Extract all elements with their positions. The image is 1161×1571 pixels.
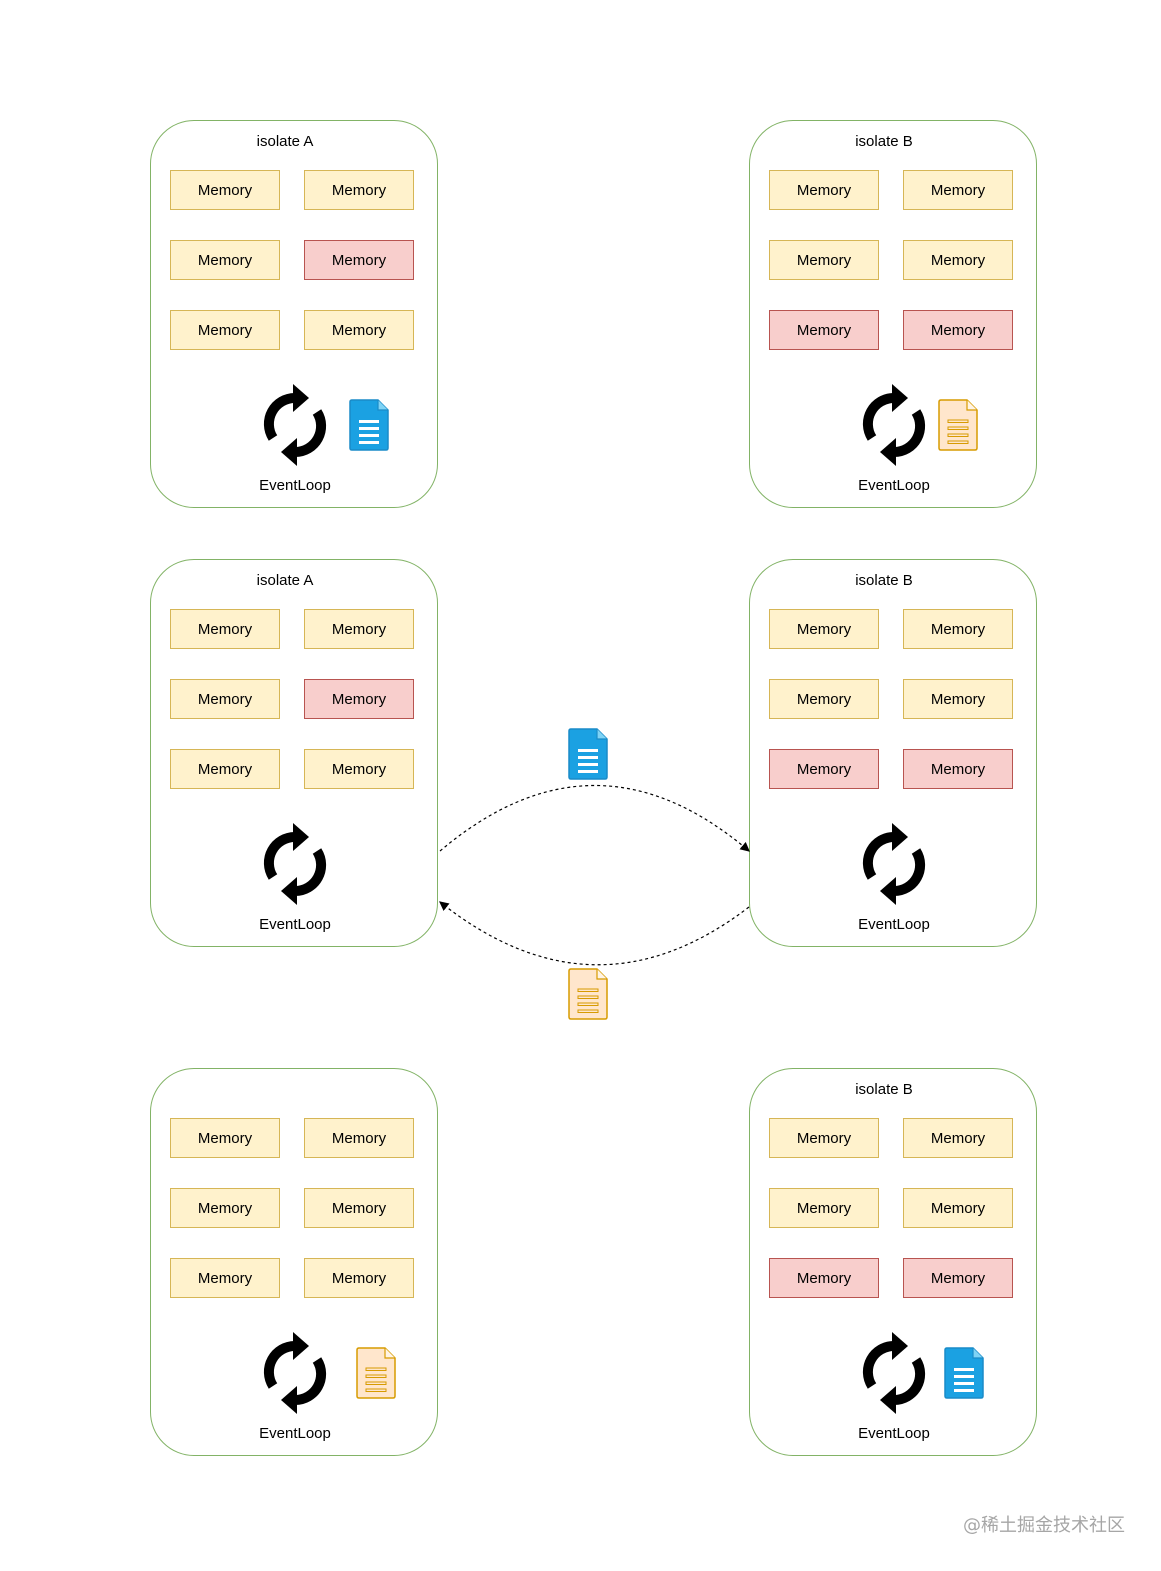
refresh-icon: [862, 384, 926, 466]
memory-block: Memory: [170, 679, 280, 719]
memory-block: Memory: [903, 1188, 1013, 1228]
memory-block-busy: Memory: [903, 1258, 1013, 1298]
event-loop-label: EventLoop: [858, 916, 930, 933]
memory-block: Memory: [769, 1118, 879, 1158]
memory-block: Memory: [304, 1258, 414, 1298]
memory-block: Memory: [170, 170, 280, 210]
message-blue-icon: [348, 398, 390, 452]
memory-block: Memory: [769, 679, 879, 719]
isolate-title: isolate A: [256, 133, 314, 150]
isolate-title: isolate B: [855, 133, 913, 150]
memory-block: Memory: [304, 609, 414, 649]
arrow-a-to-b: [439, 784, 750, 852]
event-loop-label: EventLoop: [259, 916, 331, 933]
event-loop-label: EventLoop: [858, 1425, 930, 1442]
arrow-b-to-a: [439, 901, 750, 966]
refresh-icon: [263, 1332, 327, 1414]
memory-block: Memory: [170, 310, 280, 350]
memory-block: Memory: [769, 240, 879, 280]
memory-block: Memory: [170, 749, 280, 789]
event-loop-label: EventLoop: [858, 477, 930, 494]
memory-block-busy: Memory: [304, 679, 414, 719]
memory-block: Memory: [769, 1188, 879, 1228]
memory-block: Memory: [769, 609, 879, 649]
memory-block: Memory: [170, 609, 280, 649]
refresh-icon: [862, 1332, 926, 1414]
isolate-title: isolate B: [855, 1081, 913, 1098]
refresh-icon: [862, 823, 926, 905]
message-orange-icon: [355, 1346, 397, 1400]
memory-block-busy: Memory: [769, 1258, 879, 1298]
message-in-transit-blue: [567, 727, 609, 781]
memory-block: Memory: [903, 240, 1013, 280]
memory-block: Memory: [769, 170, 879, 210]
memory-block: Memory: [304, 310, 414, 350]
memory-block: Memory: [170, 1188, 280, 1228]
memory-block: Memory: [304, 1118, 414, 1158]
memory-block: Memory: [903, 1118, 1013, 1158]
memory-block: Memory: [304, 170, 414, 210]
isolate-title: isolate B: [855, 572, 913, 589]
memory-block: Memory: [170, 240, 280, 280]
memory-block-busy: Memory: [304, 240, 414, 280]
memory-block-busy: Memory: [903, 749, 1013, 789]
refresh-icon: [263, 823, 327, 905]
watermark: @稀土掘金技术社区: [963, 1515, 1125, 1536]
event-loop-label: EventLoop: [259, 1425, 331, 1442]
memory-block: Memory: [170, 1118, 280, 1158]
memory-block: Memory: [304, 1188, 414, 1228]
isolate-title: isolate A: [256, 572, 314, 589]
message-orange-icon: [937, 398, 979, 452]
event-loop-label: EventLoop: [259, 477, 331, 494]
memory-block-busy: Memory: [769, 310, 879, 350]
message-in-transit-orange: [567, 967, 609, 1021]
memory-block: Memory: [903, 170, 1013, 210]
memory-block-busy: Memory: [769, 749, 879, 789]
memory-block: Memory: [304, 749, 414, 789]
memory-block: Memory: [903, 679, 1013, 719]
memory-block: Memory: [903, 609, 1013, 649]
memory-block: Memory: [170, 1258, 280, 1298]
message-blue-icon: [943, 1346, 985, 1400]
memory-block-busy: Memory: [903, 310, 1013, 350]
refresh-icon: [263, 384, 327, 466]
